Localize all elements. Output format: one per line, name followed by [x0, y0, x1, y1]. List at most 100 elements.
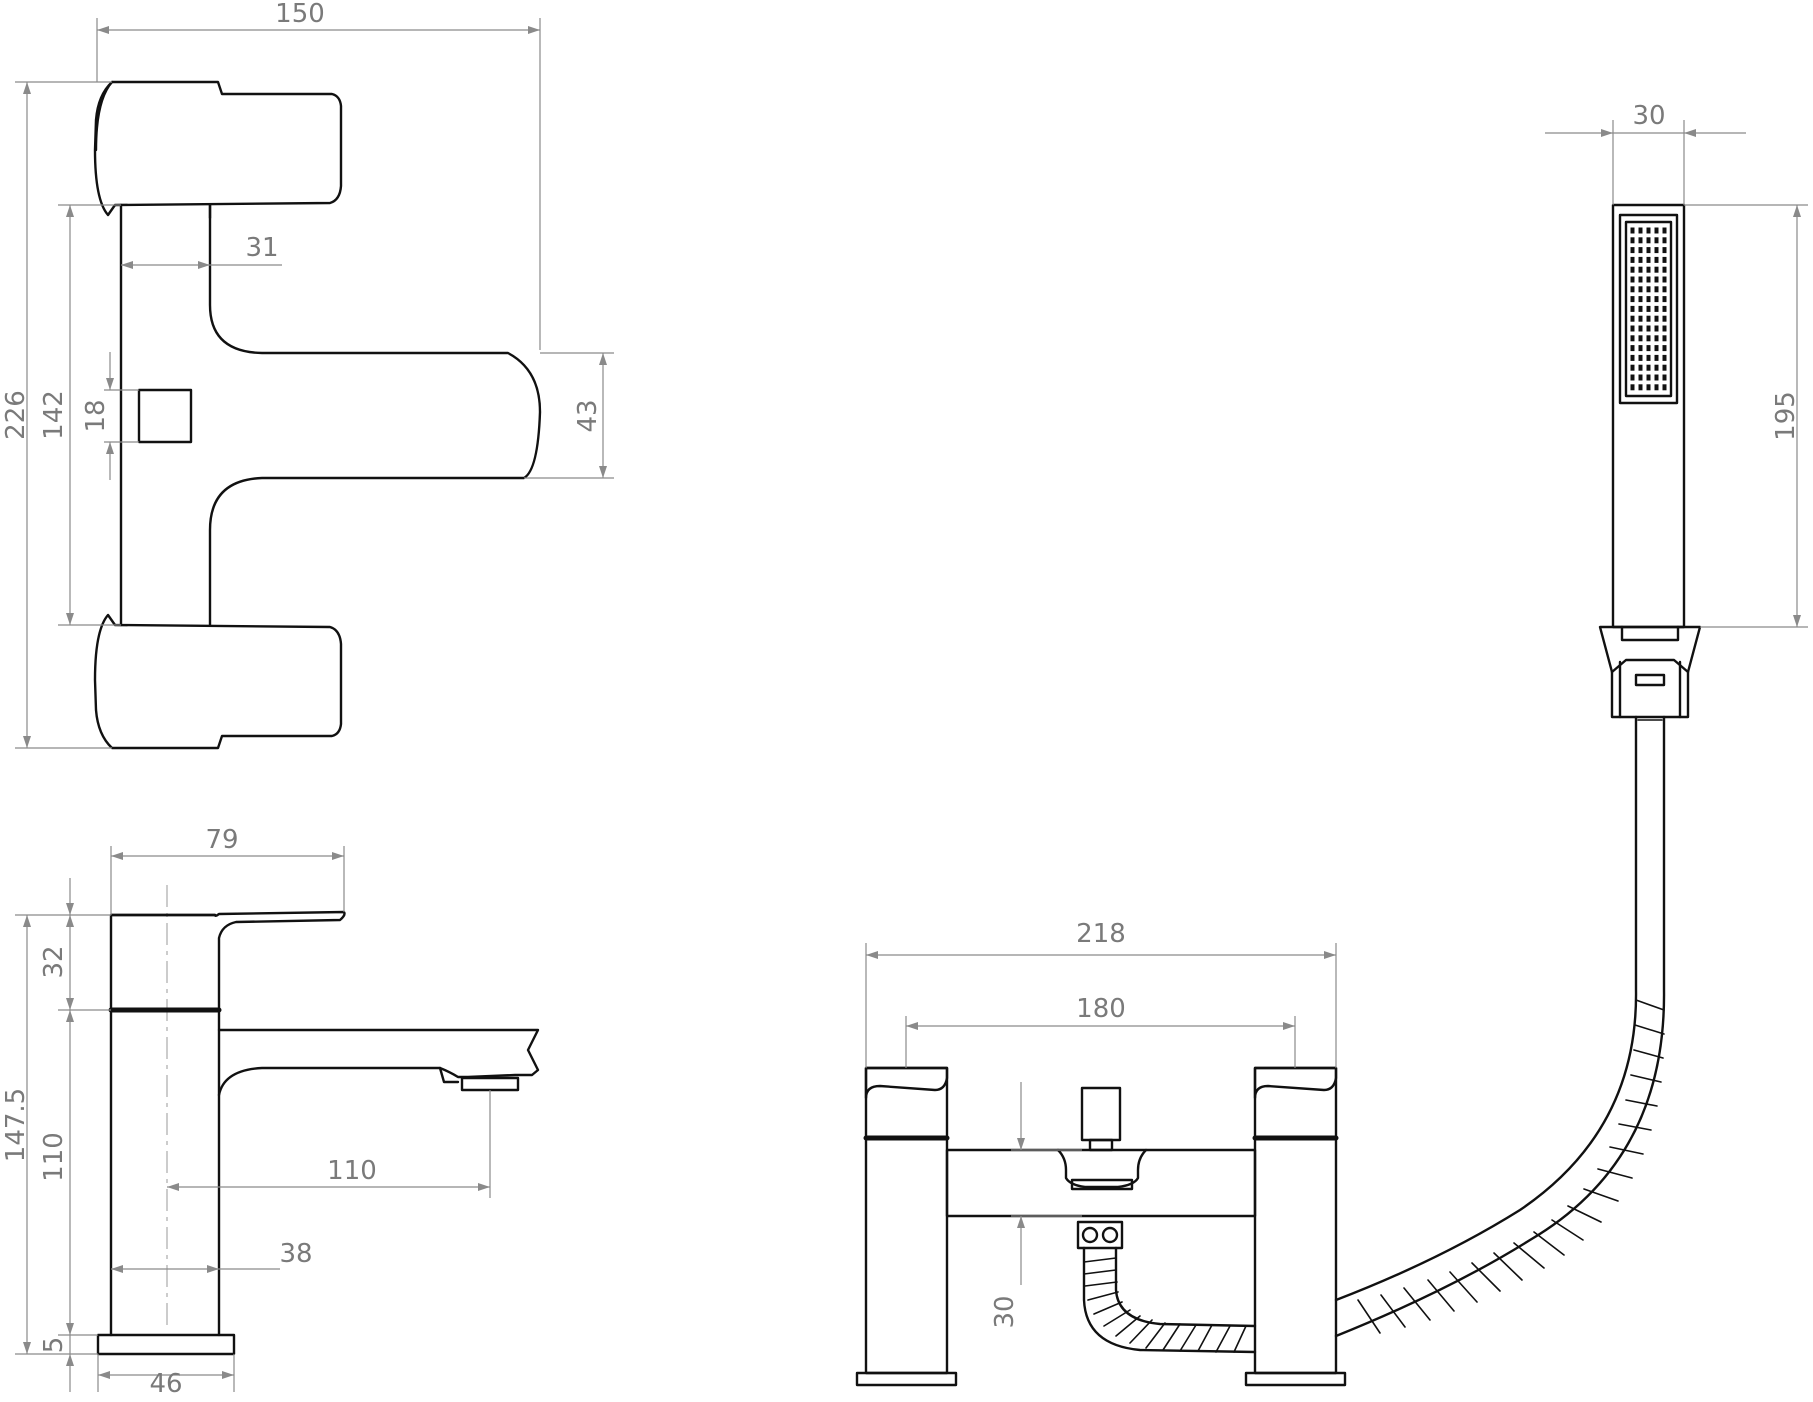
- spray-nozzle: [1646, 364, 1651, 371]
- dim-spout-width: 43: [573, 399, 603, 432]
- spray-nozzle: [1646, 384, 1651, 391]
- spray-nozzle: [1638, 266, 1643, 273]
- left-pillar-handle: [864, 1066, 949, 1100]
- spray-nozzle: [1630, 305, 1635, 312]
- spray-nozzle: [1646, 266, 1651, 273]
- spray-nozzle: [1662, 325, 1667, 332]
- spray-nozzle: [1638, 276, 1643, 283]
- dim-side-spout-reach: 110: [327, 1156, 377, 1186]
- spray-nozzle: [1646, 237, 1651, 244]
- spray-nozzle: [1662, 247, 1667, 254]
- handset-assembly: 30 195: [1334, 101, 1808, 1338]
- spray-nozzle: [1654, 374, 1659, 381]
- dim-top-length: 226: [1, 390, 31, 440]
- spray-nozzle: [1630, 227, 1635, 234]
- spray-nozzle: [1638, 227, 1643, 234]
- side-body: [109, 1008, 221, 1337]
- shower-hose: [1334, 715, 1666, 1338]
- spray-nozzle: [1630, 296, 1635, 303]
- spray-nozzle: [1654, 266, 1659, 273]
- spray-nozzle: [1646, 305, 1651, 312]
- spray-nozzle: [1630, 335, 1635, 342]
- spray-nozzle: [1654, 237, 1659, 244]
- dim-front-width: 218: [1076, 919, 1126, 949]
- left-pillar-base: [855, 1371, 958, 1387]
- spray-nozzle: [1646, 315, 1651, 322]
- left-pillar: [864, 1066, 949, 1375]
- diverter-button: [137, 388, 193, 444]
- spray-nozzle: [1662, 354, 1667, 361]
- spray-nozzle: [1630, 354, 1635, 361]
- dim-side-body-depth: 38: [279, 1239, 312, 1269]
- spray-nozzle: [1646, 345, 1651, 352]
- spray-nozzle: [1630, 374, 1635, 381]
- top-view: 150 226 142 31 18 43: [1, 0, 614, 750]
- diverter-knob: [1080, 1086, 1122, 1142]
- spray-nozzle: [1638, 364, 1643, 371]
- spray-nozzle: [1654, 345, 1659, 352]
- spray-nozzle: [1654, 296, 1659, 303]
- spray-nozzle: [1646, 335, 1651, 342]
- spray-nozzle: [1638, 237, 1643, 244]
- spray-nozzle: [1654, 247, 1659, 254]
- spray-nozzle: [1662, 296, 1667, 303]
- dim-side-spout-height: 110: [39, 1132, 69, 1182]
- side-aerator: [460, 1076, 520, 1092]
- dim-handle-spacing: 142: [39, 390, 69, 440]
- front-spout: [1056, 1148, 1148, 1189]
- spray-nozzles: [1630, 227, 1667, 391]
- spray-nozzle: [1630, 276, 1635, 283]
- hose-connector: [1076, 1220, 1124, 1250]
- spray-nozzle: [1638, 335, 1643, 342]
- spray-nozzle: [1654, 364, 1659, 371]
- spray-nozzle: [1662, 276, 1667, 283]
- spray-nozzle: [1646, 276, 1651, 283]
- spray-nozzle: [1654, 354, 1659, 361]
- bath-shower-mixer-front-view: 218 180 30: [855, 919, 1347, 1387]
- spray-nozzle: [1662, 335, 1667, 342]
- body-outline: [119, 203, 542, 627]
- dim-side-overall-height: 147.5: [1, 1088, 31, 1162]
- spray-nozzle: [1662, 237, 1667, 244]
- spray-nozzle: [1638, 286, 1643, 293]
- spray-nozzle: [1662, 345, 1667, 352]
- side-base: [96, 1333, 236, 1356]
- basin-mixer-side-view: 79 147.5 32 110 5 110 38 46: [1, 825, 540, 1399]
- spray-nozzle: [1646, 296, 1651, 303]
- spray-nozzle: [1630, 345, 1635, 352]
- spray-nozzle: [1638, 315, 1643, 322]
- spray-nozzle: [1654, 286, 1659, 293]
- spray-nozzle: [1662, 364, 1667, 371]
- spray-nozzle: [1630, 315, 1635, 322]
- spray-nozzle: [1654, 256, 1659, 263]
- spray-nozzle: [1638, 354, 1643, 361]
- spray-nozzle: [1638, 247, 1643, 254]
- spray-nozzle: [1662, 374, 1667, 381]
- dim-side-base-width: 46: [149, 1369, 182, 1399]
- spray-nozzle: [1630, 266, 1635, 273]
- spray-nozzle: [1646, 374, 1651, 381]
- dim-side-base-height: 5: [39, 1337, 69, 1354]
- dim-handset-length: 195: [1771, 391, 1801, 441]
- spray-nozzle: [1630, 325, 1635, 332]
- side-spout: [217, 1028, 540, 1097]
- spray-nozzle: [1662, 256, 1667, 263]
- spray-nozzle: [1654, 384, 1659, 391]
- dim-body-width: 31: [245, 233, 278, 263]
- bottom-handle: [93, 613, 343, 750]
- top-handle: [93, 80, 343, 217]
- dim-side-depth: 79: [205, 825, 238, 855]
- spray-nozzle: [1646, 354, 1651, 361]
- spray-nozzle: [1662, 384, 1667, 391]
- spray-nozzle: [1630, 286, 1635, 293]
- dim-button-size: 18: [81, 399, 111, 432]
- spray-nozzle: [1654, 276, 1659, 283]
- spray-nozzle: [1638, 305, 1643, 312]
- front-aerator: [1070, 1178, 1134, 1191]
- spray-nozzle: [1654, 315, 1659, 322]
- right-pillar: [1253, 1066, 1338, 1375]
- bridge-body: [945, 1148, 1257, 1218]
- spray-nozzle: [1630, 364, 1635, 371]
- spray-nozzle: [1654, 227, 1659, 234]
